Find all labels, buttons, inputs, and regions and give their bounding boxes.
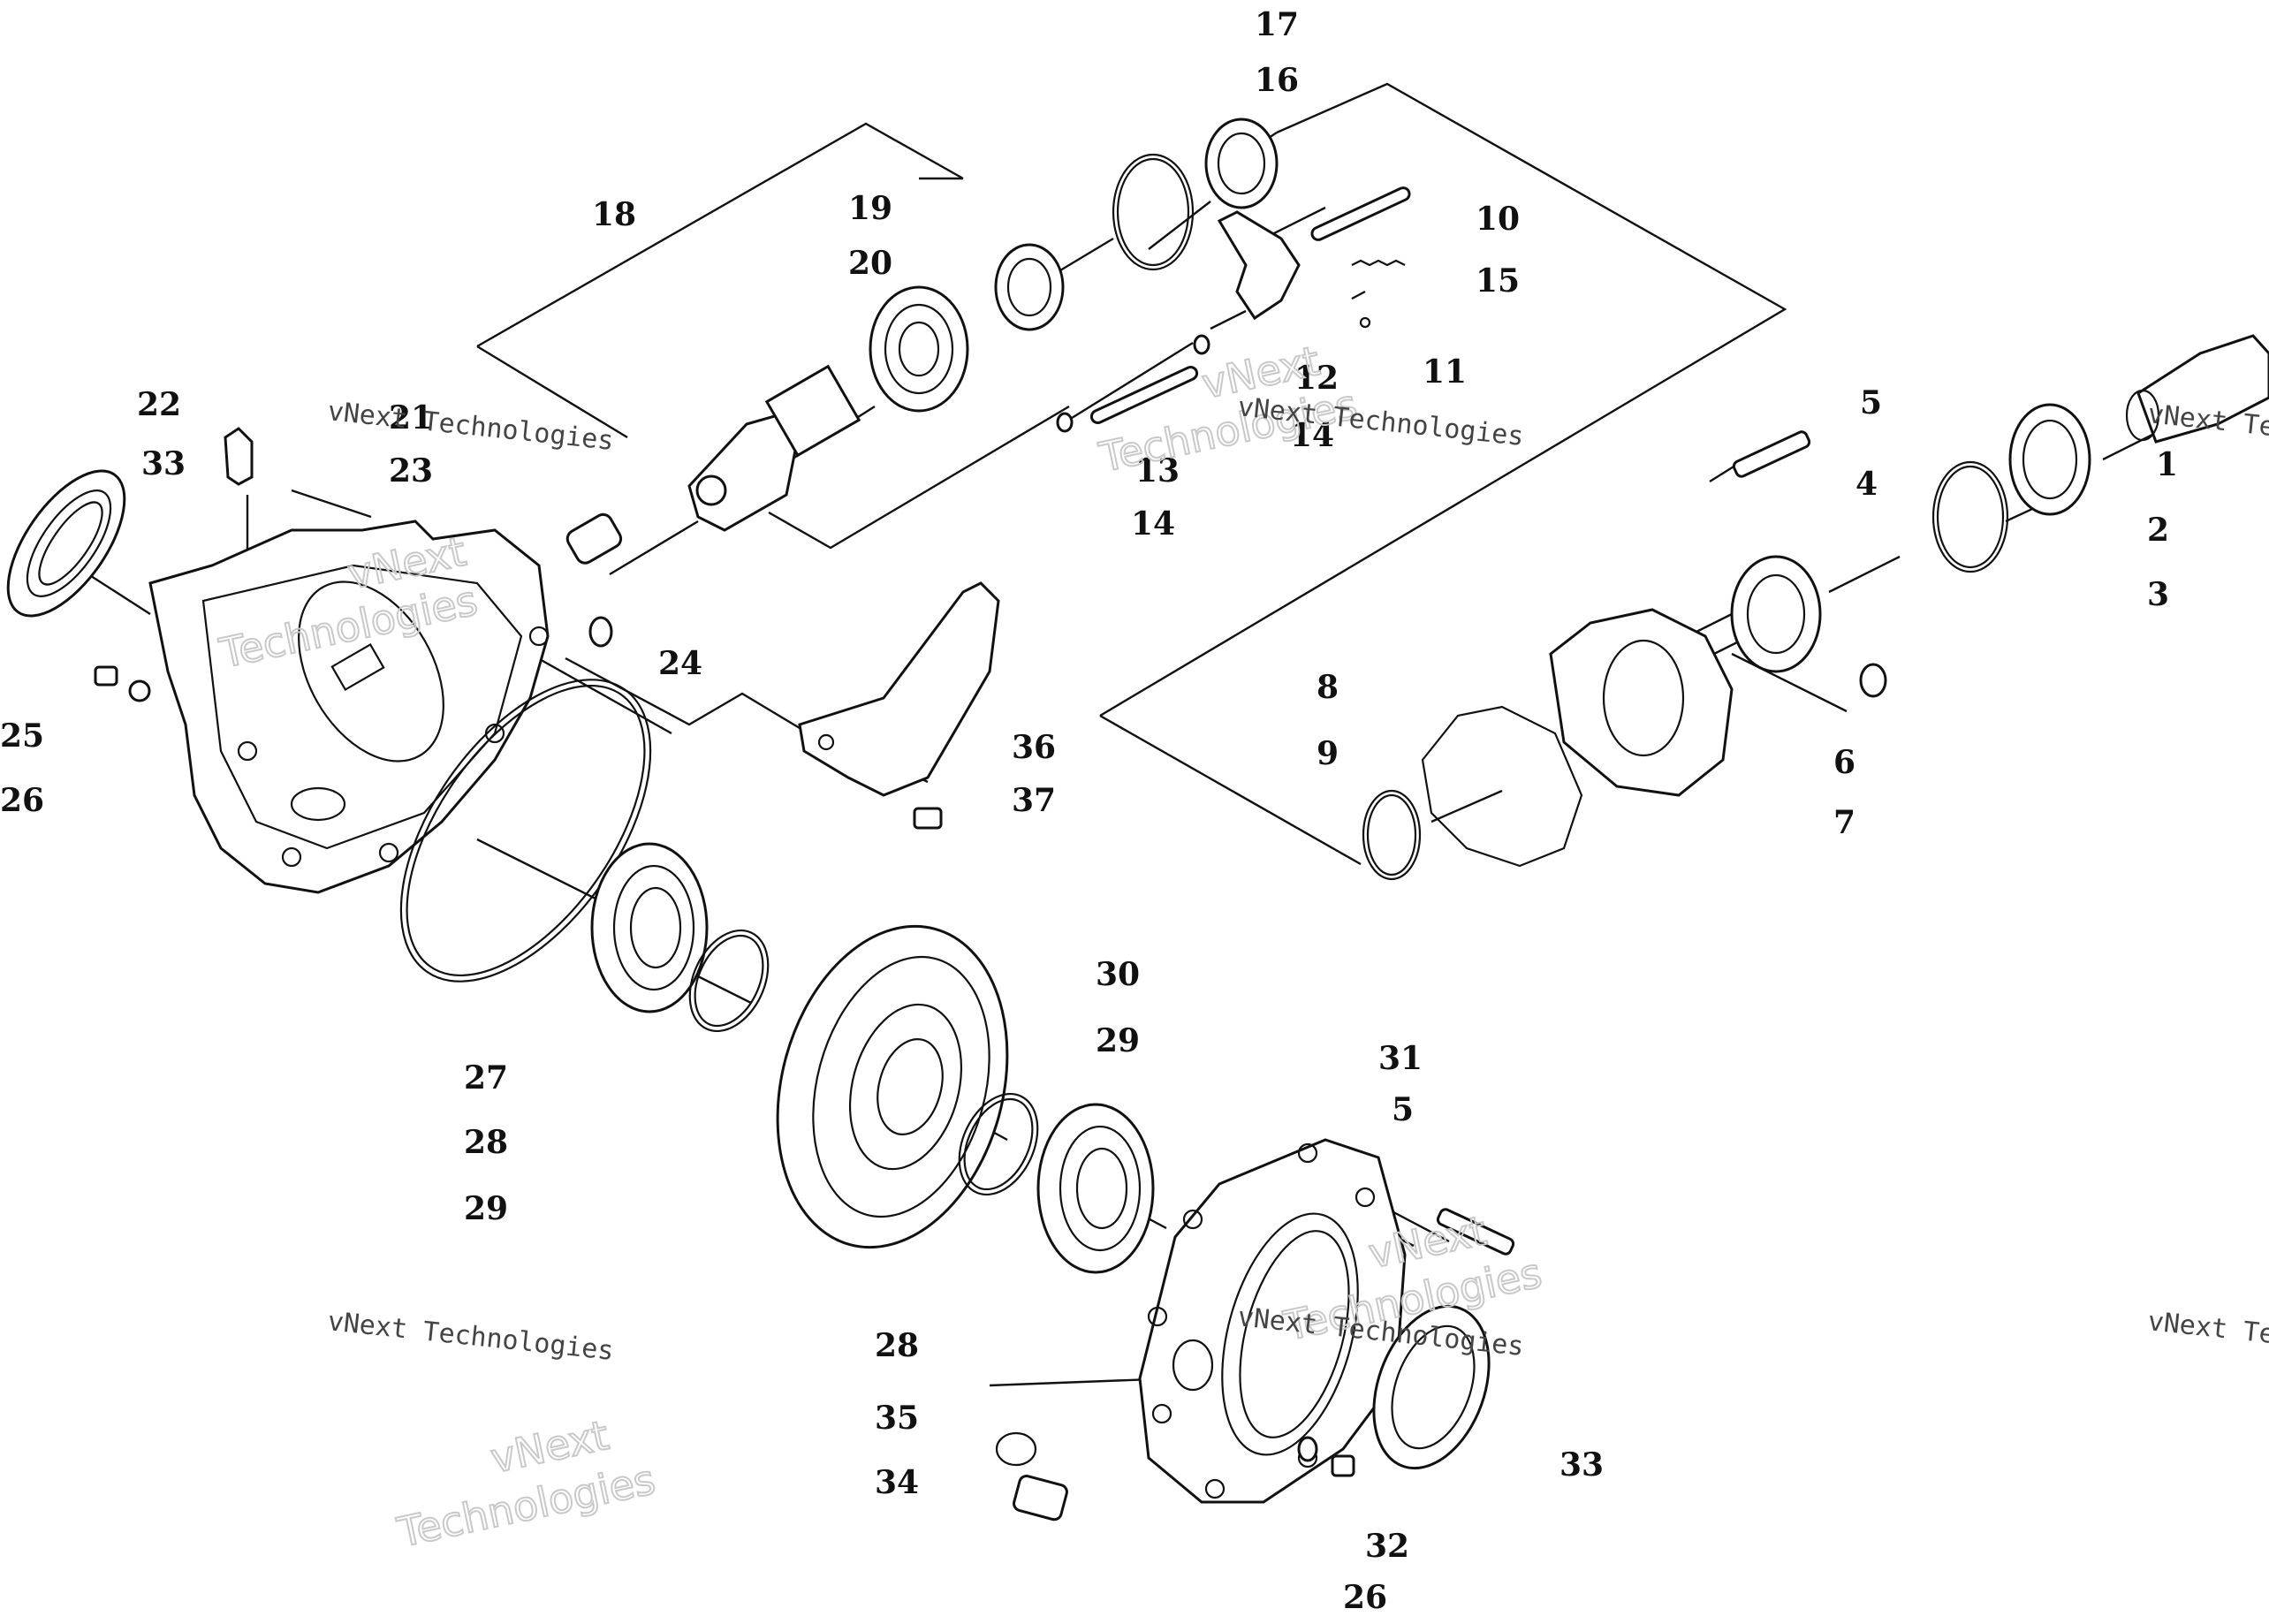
watermark-line-6: vNext Technologies <box>2146 1306 2269 1367</box>
label-6: 6 <box>1833 744 1855 781</box>
label-7: 7 <box>1833 804 1855 841</box>
label-3: 3 <box>2147 576 2169 613</box>
label-15: 15 <box>1476 262 1520 300</box>
snap-ring <box>1112 153 1195 271</box>
label-21: 21 <box>389 399 433 436</box>
needle-bearing <box>565 512 623 565</box>
differential-bearing-left <box>590 842 709 1013</box>
part-number-labels: 1 2 3 4 5 5 6 7 8 9 10 11 12 13 14 14 15… <box>0 6 2178 1616</box>
label-8: 8 <box>1317 669 1339 706</box>
housing-bolt <box>94 665 151 702</box>
drain-plug-o-ring <box>995 1431 1037 1467</box>
label-36: 36 <box>1012 729 1056 766</box>
label-24: 24 <box>658 645 702 682</box>
output-seal <box>2008 403 2091 516</box>
shift-shaft <box>1056 334 1210 433</box>
pinion-sleeve <box>994 243 1065 331</box>
label-5b: 5 <box>1392 1091 1414 1128</box>
label-12: 12 <box>1294 360 1339 397</box>
output-shaft <box>2125 334 2269 444</box>
label-25: 25 <box>0 717 44 755</box>
mounting-bracket <box>798 581 1000 797</box>
output-bearing <box>1730 555 1822 673</box>
ring-gear <box>776 924 1009 1249</box>
right-oil-seal <box>1372 1304 1491 1470</box>
label-27: 27 <box>464 1059 508 1097</box>
label-2: 2 <box>2147 512 2169 549</box>
cover-bolt-small <box>1331 1454 1355 1477</box>
label-29b: 29 <box>1096 1022 1140 1059</box>
label-9: 9 <box>1317 735 1339 772</box>
watermark-line-3: vNext Technologies <box>326 1306 615 1367</box>
output-plug <box>1859 663 1887 698</box>
label-16: 16 <box>1255 62 1299 99</box>
gear-case-cover <box>1138 1138 1407 1504</box>
watermark-line-1: vNext Technologies <box>326 396 615 457</box>
housing-gasket <box>1421 705 1583 868</box>
vent-fitting <box>224 427 254 486</box>
output-snap-ring <box>1931 460 2009 573</box>
label-31: 31 <box>1378 1040 1423 1077</box>
shift-coupler <box>1204 118 1279 209</box>
label-33b: 33 <box>1559 1446 1604 1484</box>
label-29a: 29 <box>464 1190 508 1227</box>
bracket-bolt <box>913 807 943 830</box>
label-10: 10 <box>1476 201 1520 238</box>
label-11: 11 <box>1423 353 1467 391</box>
label-37: 37 <box>1012 782 1056 819</box>
gear-case-housing <box>148 520 550 894</box>
pinion-gear <box>687 364 861 532</box>
label-17: 17 <box>1255 6 1299 43</box>
shim-left <box>688 929 770 1033</box>
label-18: 18 <box>592 196 636 233</box>
label-20: 20 <box>848 245 892 282</box>
label-14b: 14 <box>1290 417 1334 454</box>
left-oil-seal <box>6 469 126 618</box>
label-13: 13 <box>1135 452 1180 489</box>
label-5a: 5 <box>1860 384 1882 421</box>
label-14a: 14 <box>1131 505 1175 543</box>
shim-right <box>958 1092 1039 1196</box>
differential-bearing-right <box>1036 1103 1155 1274</box>
label-28b: 28 <box>875 1327 919 1364</box>
label-1: 1 <box>2156 446 2178 483</box>
label-30: 30 <box>1096 956 1140 993</box>
label-19: 19 <box>848 190 892 227</box>
label-34: 34 <box>875 1464 919 1501</box>
label-26a: 26 <box>0 782 44 819</box>
pinion-bearing <box>869 285 969 413</box>
housing-snap-ring <box>1362 789 1422 881</box>
label-23: 23 <box>389 452 433 489</box>
output-bolt <box>1732 430 1811 478</box>
housing-plug <box>588 616 613 648</box>
drain-plug <box>1013 1474 1068 1522</box>
cover-washer <box>1297 1436 1318 1462</box>
label-33a: 33 <box>141 445 186 482</box>
label-32: 32 <box>1365 1528 1409 1565</box>
cover-bolt <box>1436 1208 1515 1256</box>
label-35: 35 <box>875 1400 919 1437</box>
bearing-housing <box>1549 608 1734 797</box>
label-28a: 28 <box>464 1124 508 1161</box>
label-26b: 26 <box>1343 1579 1387 1616</box>
label-4: 4 <box>1855 466 1878 503</box>
label-22: 22 <box>137 386 181 423</box>
shift-fork <box>1217 186 1411 329</box>
